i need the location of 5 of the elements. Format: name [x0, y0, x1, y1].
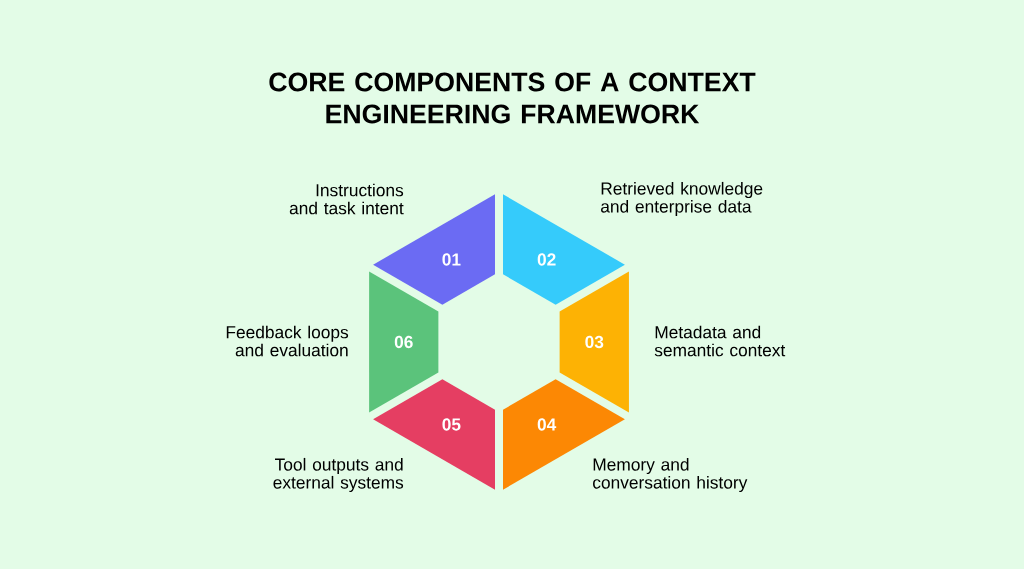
- title: CORE COMPONENTS OF A CONTEXT ENGINEERING FRAMEWORK: [269, 72, 756, 124]
- description-text: Feedback loops and evaluation: [226, 325, 349, 357]
- hexagon-segment: 06: [369, 271, 439, 413]
- hexagon-segment: 03: [559, 271, 629, 413]
- description-text: Metadata and semantic context: [654, 325, 786, 357]
